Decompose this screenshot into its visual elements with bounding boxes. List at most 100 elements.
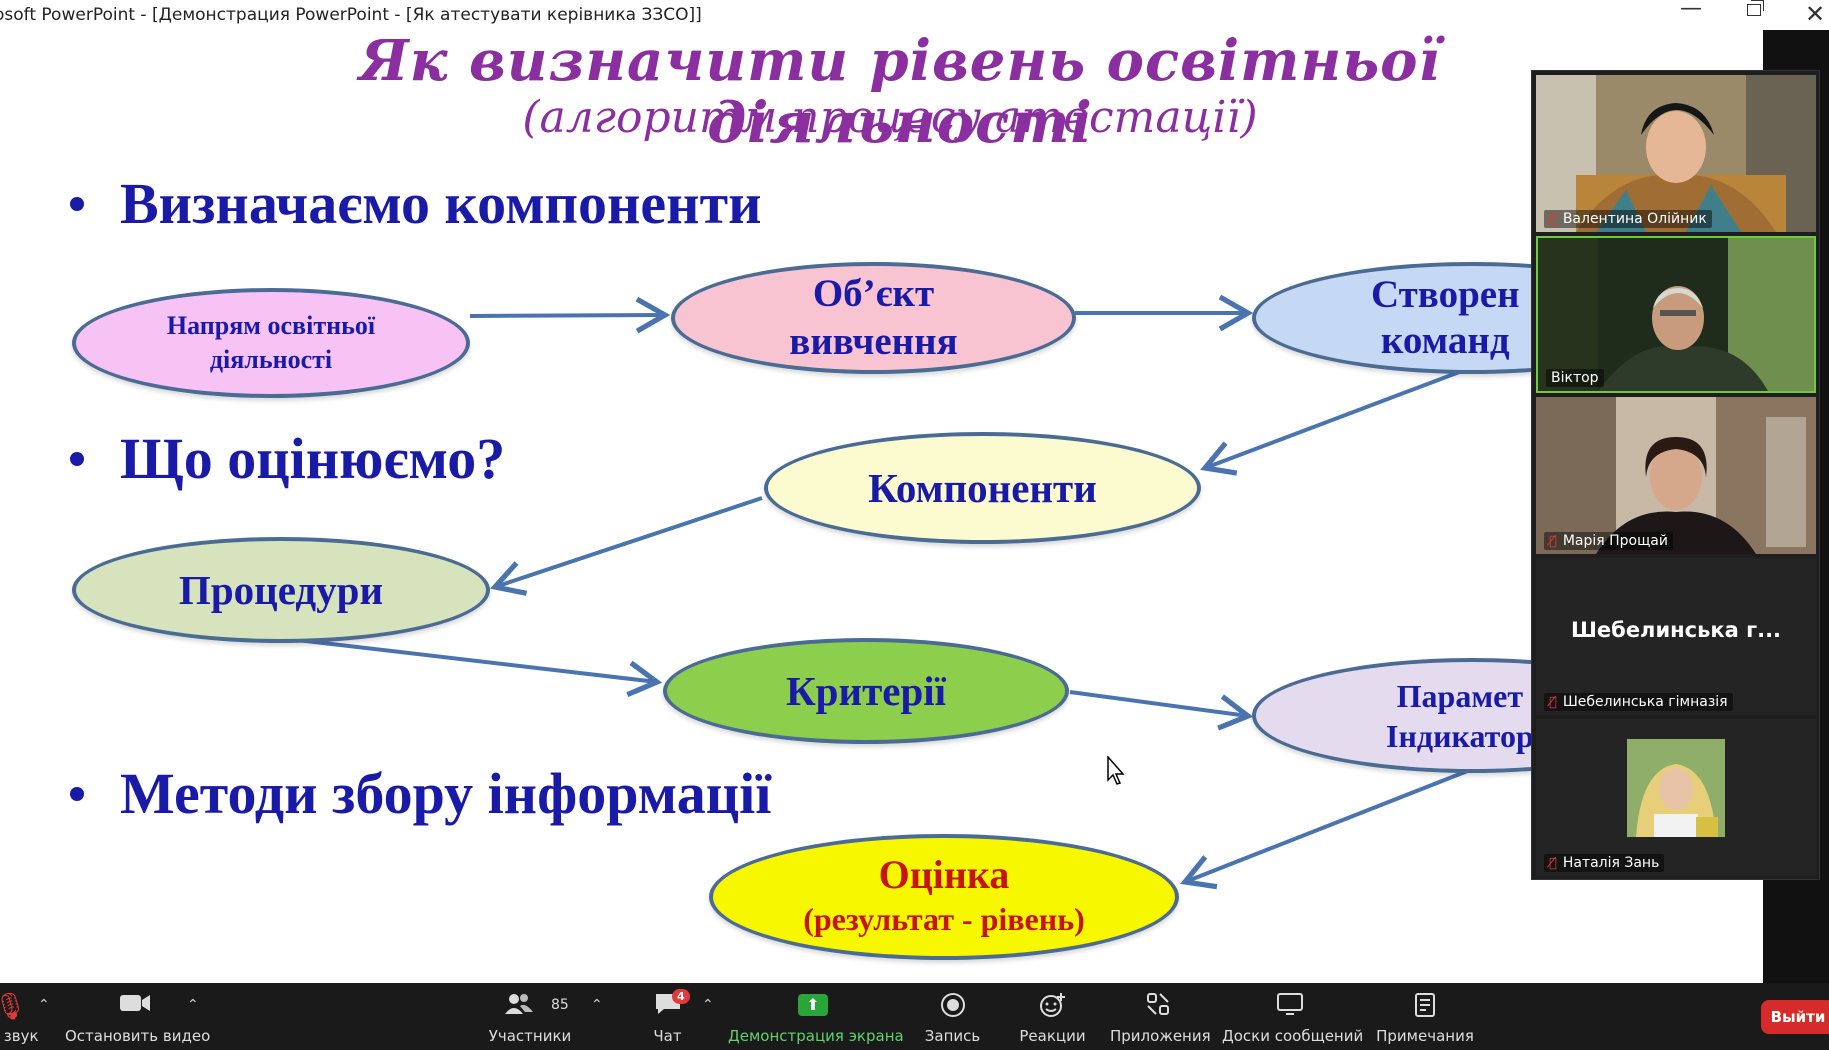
bullet-components: Визначаємо компоненти [70,170,761,237]
participant-name-tag: 🎙̸ Шебелинська гімназія [1544,693,1733,711]
restore-button[interactable] [1747,0,1764,16]
apps-button[interactable]: Приложения [1110,983,1211,1050]
record-button[interactable]: Запись [910,983,995,1050]
arrow-kryterii-parametry [1069,690,1254,731]
participants-count: 85 [551,997,569,1013]
whiteboard-icon [1276,993,1303,1015]
participant-tile[interactable]: 🎙̸ Валентина Олійник [1536,75,1816,232]
node-komponenty: Компоненти [764,432,1201,544]
chat-options-caret-icon[interactable]: ⌃ [702,997,714,1013]
mic-muted-icon: 🎙̸ [1549,211,1557,227]
notes-label: Примечания [1376,1027,1474,1045]
participant-name: Віктор [1551,370,1599,386]
apps-label: Приложения [1110,1027,1211,1045]
whiteboards-label: Доски сообщений [1222,1027,1364,1045]
record-icon [940,993,965,1017]
participant-name: Наталія Зань [1562,855,1660,871]
participants-options-caret-icon[interactable]: ⌃ [591,997,603,1013]
node-text: Парамет [1396,677,1524,714]
arrow-napriam-obiekt [469,296,671,334]
arrow-parametry-otsinka [1180,768,1471,890]
participant-video [1538,238,1814,391]
slide-subtitle: (алгоритм процесу атестації) [522,92,1258,143]
window-title: osoft PowerPoint - [Демонстрация PowerPo… [0,5,702,25]
bullet-methods: Методи збору інформації [70,760,771,827]
node-text: Об’єкт [812,272,935,315]
bullet-dot [70,786,84,801]
audio-label: ть звук [0,1027,39,1045]
chat-button[interactable]: 4 Чат [630,983,705,1050]
window-titlebar: osoft PowerPoint - [Демонстрация PowerPo… [0,0,1829,30]
bullet-dot [70,196,84,211]
reactions-label: Реакции [1019,1027,1086,1045]
whiteboards-button[interactable]: Доски сообщений [1222,983,1364,1050]
record-label: Запись [924,1027,981,1045]
share-screen-label: Демонстрация экрана [728,1027,904,1045]
minimize-button[interactable]: — [1680,0,1702,21]
video-label: Остановить видео [65,1027,211,1045]
participant-video [1536,397,1816,554]
mic-muted-icon: 🎙̸ [1549,694,1557,710]
chat-label: Чат [653,1027,682,1045]
slide-title: Як визначити рівень освітньої діяльності [359,28,1441,156]
node-text: Процедури [178,567,384,613]
node-text: Критерії [785,668,947,714]
participant-avatar [1536,719,1816,876]
bullet-dot [70,451,84,466]
participant-tile[interactable]: 🎙̸ Марія Прощай [1536,397,1816,554]
audio-button[interactable]: 🎙 ть звук [0,983,50,1050]
apps-icon [1146,993,1169,1015]
participant-name: Шебелинська гімназія [1562,694,1728,710]
audio-options-caret-icon[interactable]: ⌃ [38,997,50,1013]
participant-name-tag: 🎙̸ Марія Прощай [1544,532,1673,550]
video-options-caret-icon[interactable]: ⌃ [187,997,199,1013]
notes-button[interactable]: Примечания [1375,983,1475,1050]
microphone-muted-icon: 🎙 [0,992,27,1022]
bullet-text: Визначаємо компоненти [120,171,762,236]
participant-name-tag: 🎙̸ Наталія Зань [1544,854,1665,872]
node-text: Компоненти [868,465,1097,511]
stop-video-button[interactable]: Остановить видео [65,983,211,1050]
meeting-toolbar: 🎙 ть звук ⌃ Остановить видео ⌃ 85 Участн… [0,983,1829,1050]
share-screen-button[interactable]: ⬆ Демонстрация экрана [728,983,904,1050]
participants-button[interactable]: 85 Участники [475,983,585,1050]
arrow-protsedury-kryterii [279,636,663,698]
bullet-text: Що оцінюємо? [120,426,506,491]
participants-video-panel[interactable]: 🎙̸ Валентина Олійник Віктор 🎙̸ Марія Проща… [1531,70,1820,880]
bullet-text: Методи збору інформації [120,761,772,826]
share-screen-icon: ⬆ [798,994,828,1016]
smile-plus-icon [1039,993,1065,1017]
reactions-button[interactable]: Реакции [1010,983,1095,1050]
node-text: Індикатор [1386,717,1534,754]
participant-tile-active-speaker[interactable]: Віктор [1536,236,1816,393]
chat-unread-badge: 4 [672,989,690,1004]
slide-canvas: Як визначити рівень освітньої діяльності… [0,30,1763,983]
participant-tile[interactable]: Шебелинська г... 🎙̸ Шебелинська гімназія [1536,558,1816,715]
participant-tile[interactable]: 🎙̸ Наталія Зань [1536,719,1816,876]
participants-label: Участники [488,1027,572,1045]
mic-muted-icon: 🎙̸ [1549,533,1557,549]
node-protsedury: Процедури [72,537,490,643]
video-camera-icon [120,995,150,1011]
flow-arrows [279,294,1471,890]
leave-button[interactable]: Выйти [1761,1000,1829,1034]
node-otsinka: Оцінка (результат - рівень) [709,834,1179,960]
mic-muted-icon: 🎙̸ [1549,855,1557,871]
participant-display-name: Шебелинська г... [1570,618,1782,642]
participants-icon [505,994,533,1014]
node-kryterii: Критерії [663,638,1069,744]
node-text: Напрям освітньої [166,311,376,340]
participant-video [1536,75,1816,232]
participant-name: Марія Прощай [1562,533,1668,549]
close-button[interactable]: ✕ [1805,0,1826,28]
arrow-komanda-komponenty [1200,366,1471,476]
node-text: Оцінка [878,852,1010,897]
mouse-cursor-icon [1107,756,1125,785]
node-text: Створен [1371,273,1520,316]
bullet-what-evaluate: Що оцінюємо? [70,425,505,492]
participant-name: Валентина Олійник [1562,211,1707,227]
participant-name-tag: Віктор [1546,369,1604,387]
node-text: (результат - рівень) [803,901,1085,937]
node-text: команд [1380,319,1510,362]
